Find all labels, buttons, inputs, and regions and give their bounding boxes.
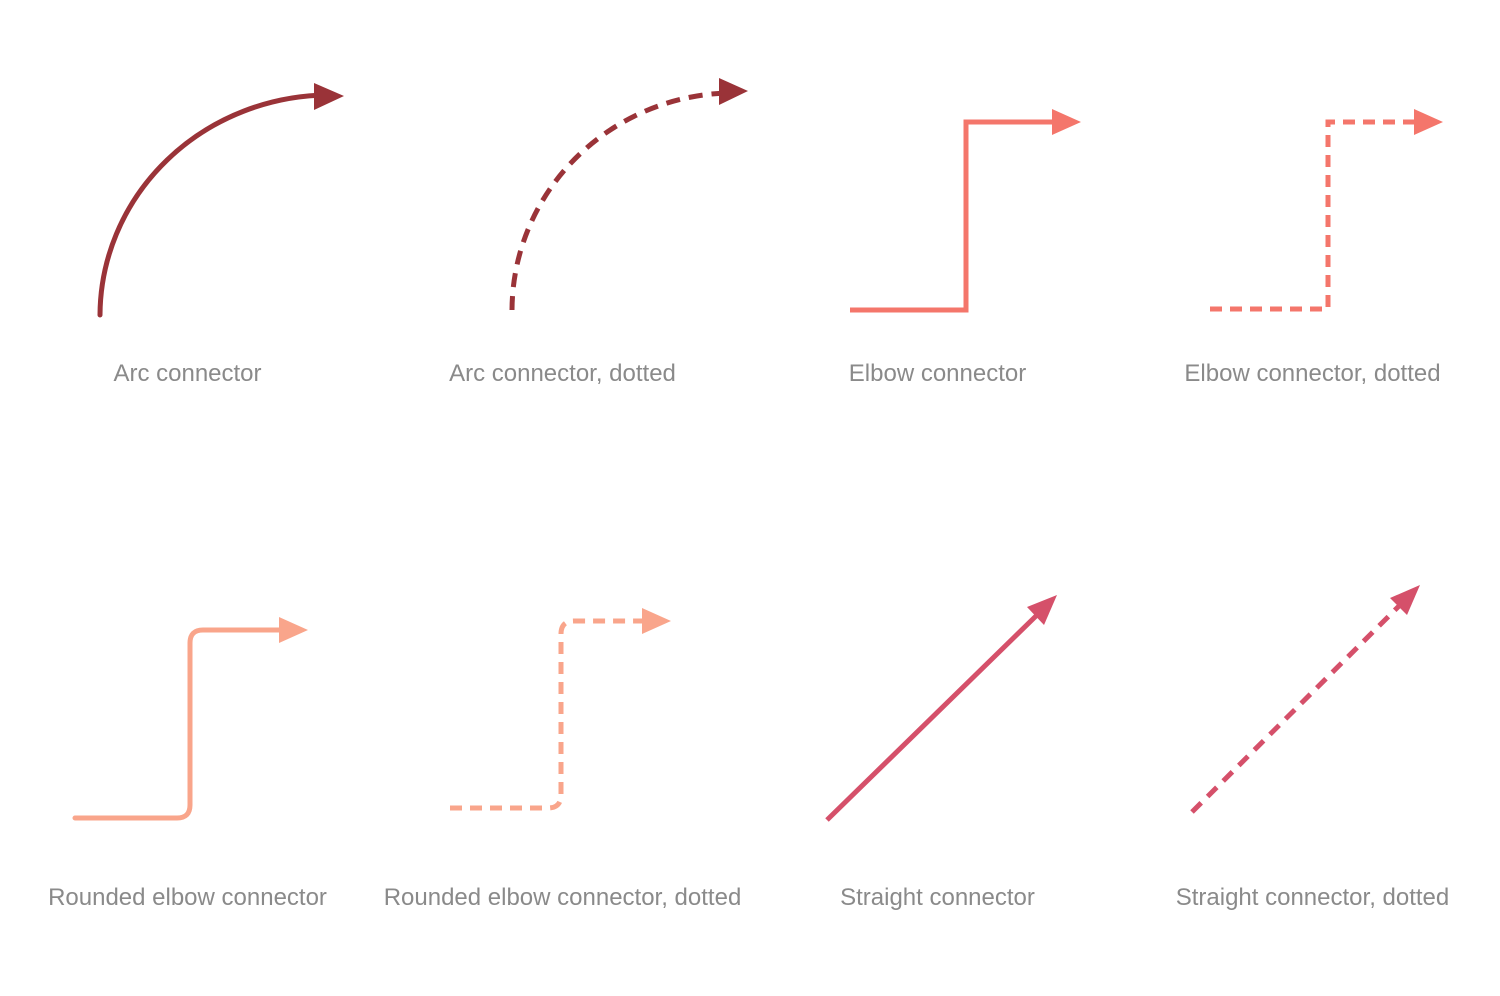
cell-arc-connector: Arc connector	[0, 0, 375, 498]
straight-connector-line[interactable]	[825, 614, 1038, 822]
rounded-elbow-connector-shape[interactable]	[0, 498, 375, 858]
arc-connector-arrowhead-icon	[314, 83, 344, 110]
elbow-connector-line[interactable]	[850, 119, 1053, 313]
rounded-elbow-connector-label: Rounded elbow connector	[48, 884, 327, 911]
elbow-connector-arrowhead-icon	[1052, 109, 1081, 135]
cell-arc-connector-dotted: Arc connector, dotted	[375, 0, 750, 498]
rounded-elbow-connector-dotted-label: Rounded elbow connector, dotted	[383, 884, 742, 911]
arc-connector-line[interactable]	[97, 92, 331, 318]
rounded-elbow-connector-dotted-line[interactable]	[450, 618, 643, 811]
cell-rounded-elbow-connector: Rounded elbow connector	[0, 498, 375, 996]
cell-elbow-connector: Elbow connector	[750, 0, 1125, 498]
cell-rounded-elbow-connector-dotted: Rounded elbow connector, dotted	[375, 498, 750, 996]
straight-connector-dotted-arrowhead-icon	[1390, 585, 1420, 615]
arc-connector-label: Arc connector	[113, 360, 262, 387]
arc-connector-dotted-line[interactable]	[509, 90, 729, 311]
elbow-connector-dotted-label: Elbow connector, dotted	[1184, 360, 1441, 387]
rounded-elbow-connector-arrowhead-icon	[279, 617, 308, 643]
arc-connector-shape[interactable]	[0, 0, 375, 360]
straight-connector-dotted-line[interactable]	[1190, 604, 1401, 814]
rounded-elbow-connector-line[interactable]	[72, 627, 283, 821]
cell-straight-connector: Straight connector	[750, 498, 1125, 996]
straight-connector-dotted-shape[interactable]	[1125, 498, 1500, 858]
arc-connector-dotted-arrowhead-icon	[719, 78, 748, 105]
straight-connector-label: Straight connector	[840, 884, 1035, 911]
elbow-connector-shape[interactable]	[750, 0, 1125, 360]
rounded-elbow-connector-dotted-arrowhead-icon	[642, 608, 671, 634]
elbow-connector-dotted-line[interactable]	[1210, 119, 1415, 312]
rounded-elbow-connector-dotted-shape[interactable]	[375, 498, 750, 858]
cell-straight-connector-dotted: Straight connector, dotted	[1125, 498, 1500, 996]
arc-connector-dotted-label: Arc connector, dotted	[449, 360, 676, 387]
elbow-connector-dotted-shape[interactable]	[1125, 0, 1500, 360]
elbow-connector-label: Elbow connector	[848, 360, 1027, 387]
straight-connector-shape[interactable]	[750, 498, 1125, 858]
cell-elbow-connector-dotted: Elbow connector, dotted	[1125, 0, 1500, 498]
straight-connector-dotted-label: Straight connector, dotted	[1175, 884, 1450, 911]
straight-connector-arrowhead-icon	[1027, 595, 1057, 625]
arc-connector-dotted-shape[interactable]	[375, 0, 750, 360]
elbow-connector-dotted-arrowhead-icon	[1414, 109, 1443, 135]
